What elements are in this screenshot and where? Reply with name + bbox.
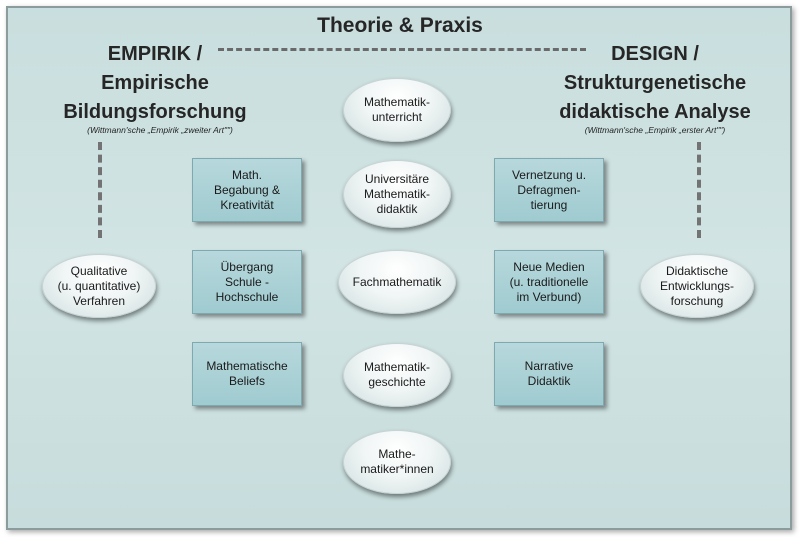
right-header-line2: Strukturgenetische <box>563 72 747 94</box>
box-uebergang-schule-hochschule: Übergang Schule - Hochschule <box>192 250 302 314</box>
oval-line: matiker*innen <box>360 462 434 476</box>
oval-line: Mathe- <box>378 447 416 461</box>
oval-didaktische-entwicklungsforschung: Didaktische Entwicklungs- forschung <box>640 254 754 318</box>
left-header-note: (Wittmann'sche „Empirik „zweiter Art"") <box>87 125 233 135</box>
oval-line: Fachmathematik <box>352 274 442 289</box>
oval-line: Mathematik- <box>363 360 431 374</box>
box-line: Math. <box>231 167 262 182</box>
box-line: Übergang <box>220 259 274 274</box>
left-header-line1: EMPIRIK / <box>107 43 203 65</box>
oval-line: Universitäre <box>364 171 430 186</box>
box-line: Kreativität <box>220 197 274 212</box>
oval-line: (u. quantitative) <box>57 278 141 293</box>
oval-line: forschung <box>670 293 724 308</box>
oval-qualitative-verfahren: Qualitative (u. quantitative) Verfahren <box>42 254 156 318</box>
box-line: Narrative <box>524 359 574 373</box>
box-math-begabung-kreativitaet: Math. Begabung & Kreativität <box>192 158 302 222</box>
oval-line: Mathematik- <box>363 186 431 201</box>
box-vernetzung-defragmentierung: Vernetzung u. Defragmen- tierung <box>494 158 604 222</box>
oval-line: didaktik <box>376 201 418 216</box>
right-header: DESIGN / Strukturgenetische didaktische … <box>510 40 800 127</box>
left-header-line3: Bildungsforschung <box>63 101 247 123</box>
right-header-line3: didaktische Analyse <box>559 101 751 123</box>
oval-line: Didaktische <box>665 263 729 278</box>
connector-dashed-vertical-left <box>98 142 102 238</box>
box-mathematische-beliefs: Mathematische Beliefs <box>192 342 302 406</box>
box-line: Hochschule <box>215 289 279 304</box>
left-header: EMPIRIK / Empirische Bildungsforschung <box>20 40 290 127</box>
box-line: Didaktik <box>527 374 571 388</box>
diagram-title: Theorie & Praxis <box>317 14 483 37</box>
oval-line: Entwicklungs- <box>659 278 735 293</box>
box-line: im Verbund) <box>516 289 582 304</box>
box-line: (u. traditionelle <box>509 274 589 289</box>
right-header-note: (Wittmann'sche „Empirik „erster Art"") <box>584 125 726 135</box>
oval-universitaere-mathematikdidaktik: Universitäre Mathematik- didaktik <box>343 160 451 228</box>
oval-mathematikerinnen: Mathe- matiker*innen <box>343 430 451 494</box>
connector-dashed-horizontal <box>218 48 586 51</box>
right-header-line1: DESIGN / <box>611 43 699 65</box>
oval-line: unterricht <box>371 110 423 124</box>
box-line: Beliefs <box>228 374 266 388</box>
oval-fachmathematik: Fachmathematik <box>338 250 456 314</box>
connector-dashed-vertical-right <box>697 142 701 238</box>
oval-line: Verfahren <box>72 293 126 308</box>
box-line: tierung <box>530 197 568 212</box>
oval-line: geschichte <box>368 375 426 389</box>
box-line: Defragmen- <box>517 182 581 197</box>
oval-line: Mathematik- <box>363 95 431 109</box>
oval-mathematikgeschichte: Mathematik- geschichte <box>343 343 451 407</box>
box-line: Schule - <box>224 274 269 289</box>
box-narrative-didaktik: Narrative Didaktik <box>494 342 604 406</box>
box-neue-medien: Neue Medien (u. traditionelle im Verbund… <box>494 250 604 314</box>
left-header-line2: Empirische <box>101 72 209 94</box>
box-line: Begabung & <box>213 182 281 197</box>
box-line: Neue Medien <box>513 259 585 274</box>
oval-line: Qualitative <box>70 263 128 278</box>
box-line: Mathematische <box>206 359 288 373</box>
oval-mathematikunterricht: Mathematik- unterricht <box>343 78 451 142</box>
box-line: Vernetzung u. <box>511 167 587 182</box>
